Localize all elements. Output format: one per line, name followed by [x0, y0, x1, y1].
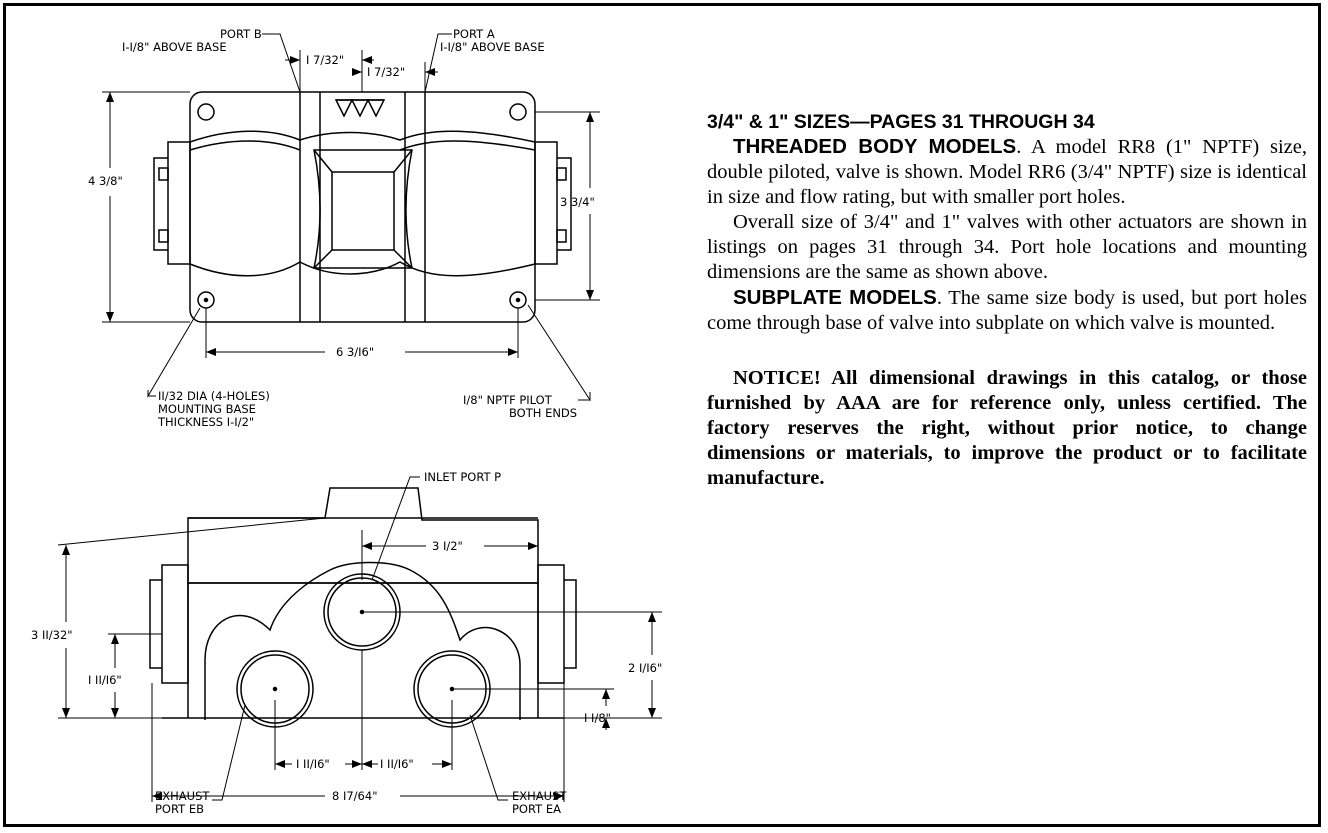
port-a-label: PORT A [453, 27, 495, 41]
dim-inlet-height: 2 I/I6" [628, 661, 662, 675]
port-b-height: I-I/8" ABOVE BASE [122, 40, 227, 54]
dim-port-b-offset: I 7/32" [306, 53, 344, 67]
subplate-title: SUBPLATE MODELS [733, 286, 937, 309]
dim-spacing-right: I II/I6" [380, 757, 414, 771]
subplate-paragraph: SUBPLATE MODELS. The same size body is u… [707, 285, 1307, 336]
dim-width-mounting: 6 3/I6" [336, 345, 374, 359]
note-pilot-2: BOTH ENDS [509, 406, 577, 420]
threaded-paragraph: THREADED BODY MODELS. A model RR8 (1" NP… [707, 134, 1307, 210]
section-heading: 3/4" & 1" SIZES—PAGES 31 THROUGH 34 [707, 111, 1095, 133]
note-mounting-3: THICKNESS I-I/2" [157, 415, 254, 429]
threaded-body: . A model RR8 (1" NPTF) size, double pil… [707, 136, 1307, 208]
exhaust-ea-label-1: EXHAUST [512, 789, 567, 803]
dimension-labels: PORT B I-I/8" ABOVE BASE PORT A I-I/8" A… [31, 27, 662, 816]
notice-paragraph: NOTICE! All dimensional drawings in this… [707, 367, 1307, 489]
dim-exhaust-height-right: I I/8" [584, 711, 611, 725]
threaded-title: THREADED BODY MODELS [733, 135, 1017, 158]
port-a-height: I-I/8" ABOVE BASE [440, 40, 545, 54]
page-frame [3, 3, 1321, 827]
inlet-port-label: INLET PORT P [424, 470, 501, 484]
dim-inlet-offset: 3 I/2" [432, 539, 463, 553]
description-panel: 3/4" & 1" SIZES—PAGES 31 THROUGH 34 THRE… [707, 110, 1307, 491]
note-mounting-2: MOUNTING BASE [158, 402, 256, 416]
dim-spacing-left: I II/I6" [296, 757, 330, 771]
note-pilot-1: I/8" NPTF PILOT [463, 393, 553, 407]
dim-exhaust-height-left: I II/I6" [88, 673, 122, 687]
subplate-body: . The same size body is used, but port h… [707, 287, 1307, 334]
exhaust-ea-label-2: PORT EA [512, 802, 561, 816]
top-view-valve-body [153, 91, 572, 323]
dim-front-height-overall: 3 II/32" [31, 628, 73, 642]
dim-port-a-offset: I 7/32" [367, 65, 405, 79]
overall-paragraph: Overall size of 3/4" and 1" valves with … [707, 211, 1307, 283]
spacer [707, 336, 1307, 366]
exhaust-eb-label-1: EXHAUST [155, 789, 210, 803]
dim-width-overall: 8 I7/64" [332, 789, 377, 803]
port-b-label: PORT B [220, 27, 262, 41]
dim-height-mounting: 3 3/4" [560, 195, 595, 209]
dim-height-overall: 4 3/8" [88, 174, 123, 188]
front-view-valve-body [149, 487, 577, 728]
dimension-arrows [62, 56, 656, 800]
note-mounting-1: II/32 DIA (4-HOLES) [158, 389, 270, 403]
exhaust-eb-label-2: PORT EB [155, 802, 204, 816]
front-view-dimensions [57, 476, 662, 802]
